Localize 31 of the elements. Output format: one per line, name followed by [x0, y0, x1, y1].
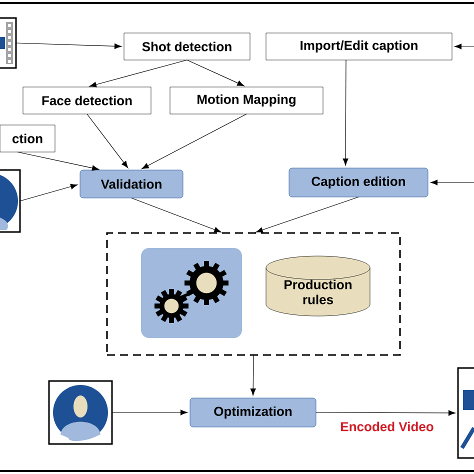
process-box: Optimization [190, 398, 316, 428]
arrow [112, 410, 188, 416]
picture [48, 380, 113, 445]
arrow [86, 114, 128, 168]
arrow [16, 42, 122, 49]
arrow [131, 198, 222, 232]
edge-label: Encoded Video [339, 420, 435, 432]
arrow [17, 152, 100, 171]
process-box: Validation [80, 170, 184, 198]
dashed-box [106, 232, 401, 356]
arrow [186, 60, 244, 86]
arrow [342, 60, 348, 166]
picture [457, 367, 474, 459]
arrow [142, 114, 247, 170]
picture [0, 169, 21, 233]
arrow [250, 354, 256, 396]
cylinder: Production rules [266, 256, 370, 316]
process-box: Shot detection [124, 32, 250, 60]
process-box: ction [0, 124, 56, 152]
arrow [256, 196, 359, 233]
process-box: Import/Edit caption [266, 32, 452, 60]
arrow [89, 60, 188, 88]
process-box: Face detection [22, 86, 152, 114]
arrow [430, 180, 474, 186]
process-box: Caption edition [288, 168, 428, 198]
arrow [316, 410, 456, 416]
arrow [454, 44, 474, 50]
picture [141, 248, 242, 338]
picture [0, 17, 17, 69]
process-box: Motion Mapping [170, 86, 324, 114]
arrow [20, 184, 78, 202]
